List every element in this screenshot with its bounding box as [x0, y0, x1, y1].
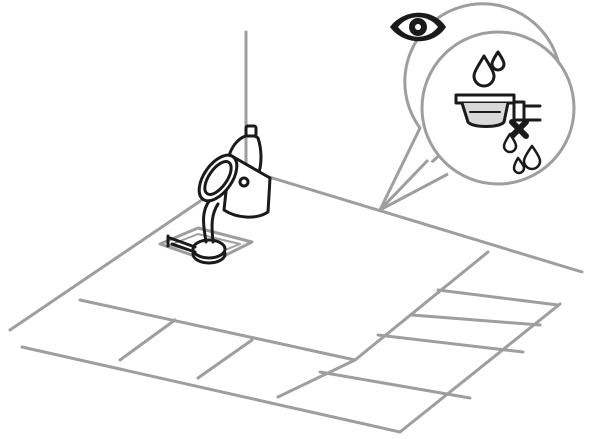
tile-line: [318, 370, 472, 400]
watering-can-icon: [197, 124, 272, 219]
tile-line: [276, 358, 357, 399]
tile-line: [353, 250, 490, 362]
leak-drops: [502, 132, 542, 175]
water-stream: [202, 198, 212, 244]
water-stream: [210, 202, 220, 244]
water-drop-icon: [512, 156, 526, 175]
tile-line: [196, 338, 254, 380]
floor-grid: [8, 30, 584, 434]
floor-edge: [8, 168, 584, 332]
eye-icon: [390, 12, 446, 42]
drain-section-icon: [454, 93, 542, 128]
tile-line: [410, 313, 542, 327]
water-drop-icon: [522, 144, 542, 171]
floor-drain-icon: [158, 226, 254, 265]
tile-line: [118, 318, 177, 362]
water-drop-icon: [472, 50, 506, 88]
floor-edge-front: [20, 345, 402, 434]
tile-line: [78, 298, 357, 362]
water-drop-icon: [502, 132, 518, 154]
cross-mark-icon: [509, 119, 529, 139]
tile-line: [436, 288, 560, 307]
tile-line: [376, 333, 525, 354]
